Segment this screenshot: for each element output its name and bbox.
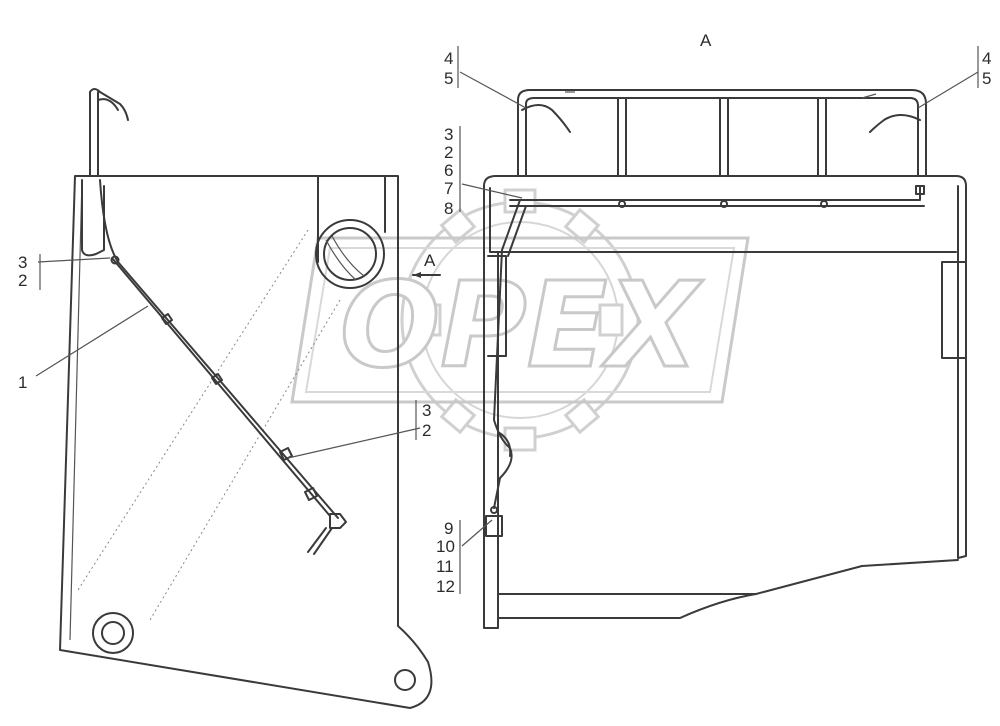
callout-center-7: 7: [444, 179, 453, 198]
callout-left-top-3: 3: [18, 253, 27, 272]
callout-top-right-5: 5: [982, 69, 991, 88]
callout-center-6: 6: [444, 161, 453, 180]
callout-bottom-10: 10: [436, 537, 455, 556]
callout-top-left-5: 5: [444, 69, 453, 88]
view-label: A: [700, 31, 712, 50]
callout-middle-2: 2: [422, 421, 431, 440]
callout-top-right-4: 4: [982, 49, 991, 68]
watermark-text: OPEX: [340, 256, 703, 394]
callout-bottom-12: 12: [436, 577, 455, 596]
section-label: A: [424, 251, 436, 270]
callout-middle-3: 3: [422, 401, 431, 420]
callout-part-1: 1: [18, 373, 27, 392]
callout-bottom-11: 11: [436, 557, 454, 576]
callout-center-3: 3: [444, 125, 453, 144]
right-view-a: [483, 89, 967, 629]
left-frame: [59, 88, 441, 709]
opex-watermark: OPEX: [290, 188, 750, 452]
callout-center-8: 8: [444, 199, 453, 218]
callout-bottom-9: 9: [444, 519, 453, 538]
leader-lines: [35, 46, 979, 594]
callout-left-top-2: 2: [18, 271, 27, 290]
callout-top-left-4: 4: [444, 49, 453, 68]
callout-center-2: 2: [444, 143, 453, 162]
